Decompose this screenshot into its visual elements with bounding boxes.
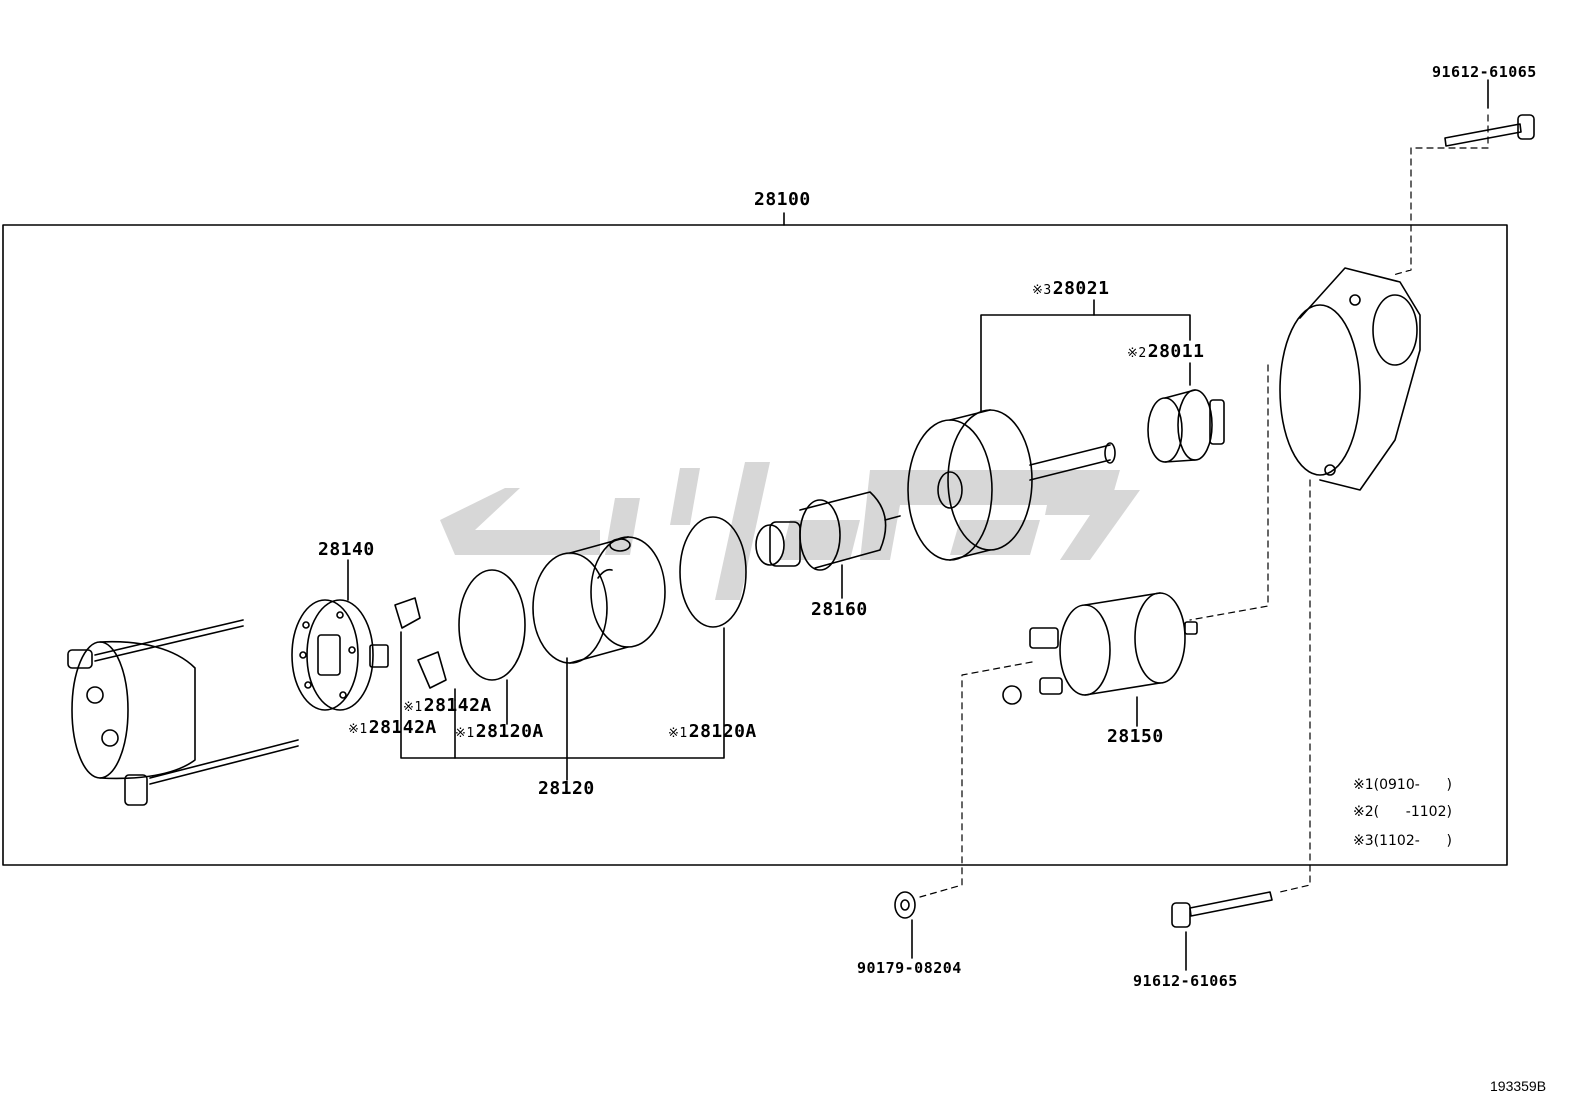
label-28150: 28150	[1107, 726, 1164, 747]
label-28142A-upper: ※128142A	[403, 695, 492, 716]
magnet-switch-drawing	[1002, 592, 1198, 705]
front-housing-drawing	[1279, 267, 1421, 491]
label-28140: 28140	[318, 539, 375, 560]
label-28011: ※228011	[1127, 341, 1205, 362]
note-1: ※1(0910- )	[1353, 777, 1452, 793]
label-90179-08204: 90179-08204	[857, 959, 962, 977]
bottom-bolt-drawing	[1171, 891, 1273, 928]
label-28021: ※328021	[1032, 278, 1110, 299]
assembly-frame	[2, 224, 1508, 866]
dashed-guides	[919, 114, 1489, 898]
yoke-drawing	[532, 536, 666, 664]
brush-holder-drawing	[291, 599, 389, 711]
label-91612-61065-top: 91612-61065	[1432, 63, 1537, 81]
brush-drawing	[417, 651, 447, 689]
end-frame-drawing	[67, 619, 299, 806]
note-3: ※3(1102- )	[1353, 833, 1452, 849]
note-2: ※2( -1102)	[1353, 804, 1452, 820]
label-28120: 28120	[538, 778, 595, 799]
label-28120A-left: ※128120A	[455, 721, 544, 742]
drive-housing-drawing	[907, 409, 1116, 561]
label-28142A-lower: ※128142A	[348, 717, 437, 738]
label-28120A-right: ※128120A	[668, 721, 757, 742]
pinion-drawing	[1147, 389, 1225, 463]
watermark-logo	[440, 462, 1140, 600]
nut-drawing	[894, 891, 916, 919]
brush-spring-drawing	[394, 597, 421, 629]
yoke-ring-right	[679, 516, 747, 628]
label-91612-61065-bottom: 91612-61065	[1133, 972, 1238, 990]
armature-drawing	[755, 491, 901, 571]
yoke-ring-left	[458, 569, 526, 681]
label-assembly-28100: 28100	[754, 189, 811, 210]
label-28160: 28160	[811, 599, 868, 620]
figure-id: 193359B	[1490, 1078, 1547, 1094]
top-bolt-drawing	[1444, 114, 1535, 147]
